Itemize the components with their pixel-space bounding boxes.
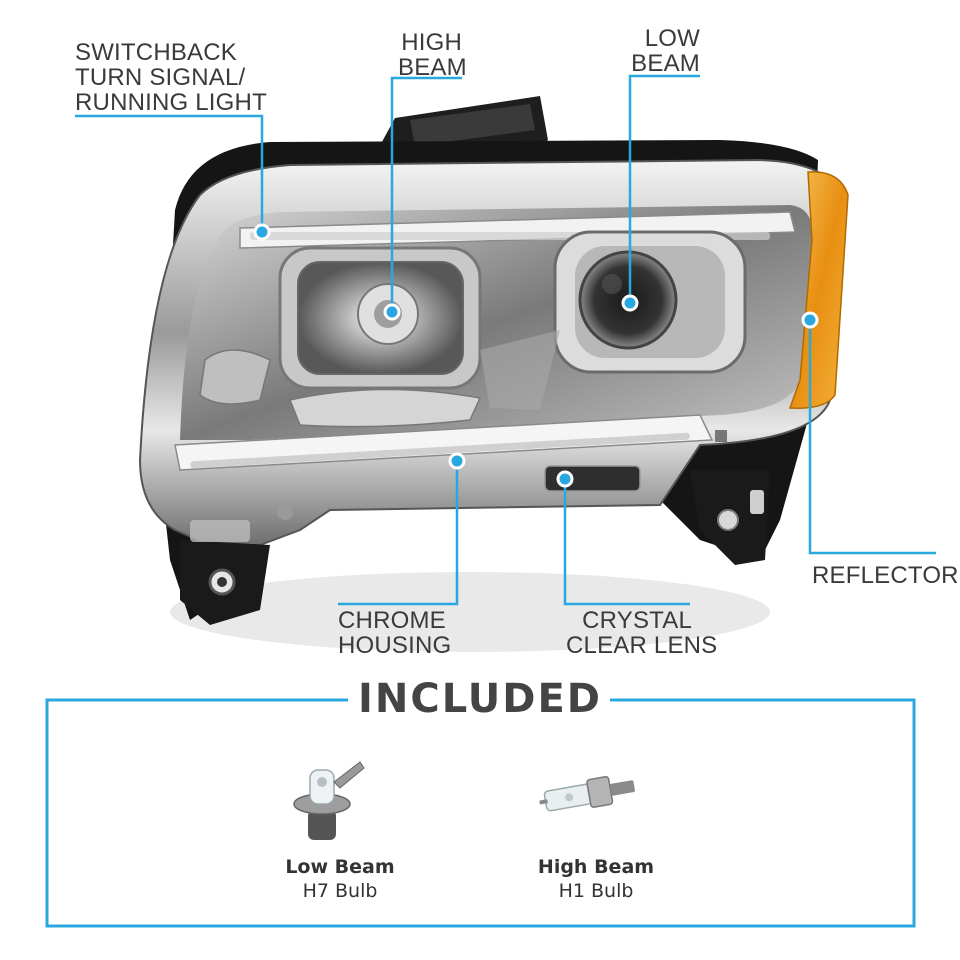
amber-reflector [788,171,849,409]
label-crystal-lens: CRYSTAL CLEAR LENS [566,607,718,659]
h1-bulb-image [539,775,635,812]
callout-dot-lens [556,470,574,488]
bulb-name-low: Low Beam [285,856,395,878]
floor-shadow [170,572,770,652]
label-chrome-housing: CHROME HOUSING [338,607,452,659]
included-title: INCLUDED [350,676,610,722]
callout-dot-switchback [253,223,271,241]
bulb-type-high: H1 Bulb [558,880,634,902]
callout-dot-reflector [801,311,819,329]
label-high-beam: HIGH BEAM [398,29,467,81]
label-reflector: REFLECTOR [812,562,959,589]
callout-dot-low-beam [621,294,639,312]
label-switchback: SWITCHBACK TURN SIGNAL/ RUNNING LIGHT [75,39,267,116]
included-frame [45,698,916,928]
callout-dot-chrome [448,452,466,470]
bulb-type-low: H7 Bulb [302,880,378,902]
h7-bulb-image [293,761,365,840]
callout-dot-high-beam [383,303,401,321]
bulb-name-high: High Beam [537,856,655,878]
label-low-beam: LOW BEAM [631,25,700,77]
